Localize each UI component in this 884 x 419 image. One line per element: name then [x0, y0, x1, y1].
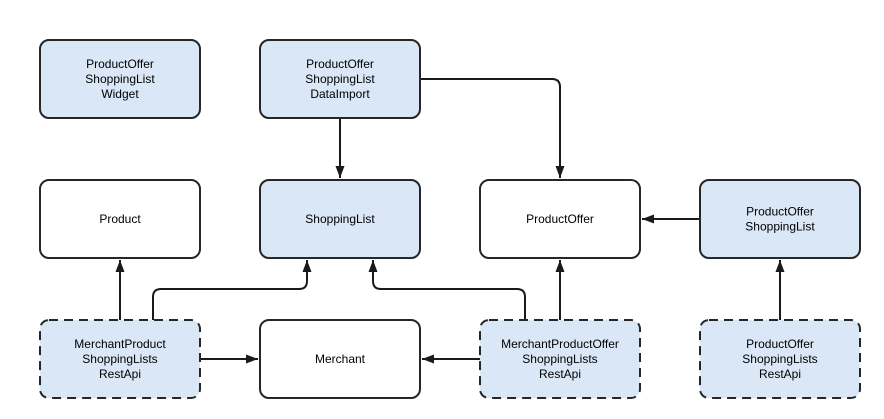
node-label-product-offer-shopping-list-data-import-line-0: ProductOffer [306, 57, 374, 71]
node-box-merchant-product-shopping-lists-rest-api [39, 319, 201, 399]
node-label-merchant-product-offer-shopping-lists-rest-api-line-0: MerchantProductOffer [501, 337, 619, 351]
node-box-product-offer [479, 179, 641, 259]
node-box-product-offer-shopping-list-widget [39, 39, 201, 119]
node-shopping-list: ShoppingList [259, 179, 421, 259]
node-box-product-offer-shopping-lists-rest-api [699, 319, 861, 399]
edge-product-offer-shopping-list-data-import-to-product-offer [420, 78, 565, 178]
node-label-product-offer-shopping-list-line-0: ProductOffer [746, 205, 814, 219]
node-label-product-offer-line-0: ProductOffer [526, 212, 594, 226]
node-box-product-offer-shopping-list-data-import [259, 39, 421, 119]
node-product: Product [39, 179, 201, 259]
node-label-product-offer-shopping-list-data-import-line-1: ShoppingList [305, 72, 375, 86]
node-label-product-offer-shopping-list-widget-line-2: Widget [101, 87, 139, 101]
node-label-product-line-0: Product [99, 212, 141, 226]
node-label-merchant-line-0: Merchant [315, 352, 366, 366]
node-label-product-offer-shopping-list-data-import-line-2: DataImport [310, 87, 370, 101]
node-product-offer: ProductOffer [479, 179, 641, 259]
node-label-product-offer-shopping-list-widget-line-0: ProductOffer [86, 57, 154, 71]
node-label-product-offer-shopping-lists-rest-api-line-2: RestApi [759, 367, 801, 381]
node-label-merchant-product-shopping-lists-rest-api-line-2: RestApi [99, 367, 141, 381]
edge-merchant-product-shopping-lists-rest-api-to-shopping-list [152, 260, 312, 320]
node-box-shopping-list [259, 179, 421, 259]
node-label-product-offer-shopping-list-widget-line-1: ShoppingList [85, 72, 155, 86]
node-label-product-offer-shopping-list-line-1: ShoppingList [745, 220, 815, 234]
node-box-product-offer-shopping-list [699, 179, 861, 259]
node-box-product [39, 179, 201, 259]
node-label-product-offer-shopping-lists-rest-api-line-1: ShoppingLists [742, 352, 817, 366]
node-label-merchant-product-offer-shopping-lists-rest-api-line-1: ShoppingLists [522, 352, 597, 366]
node-box-merchant-product-offer-shopping-lists-rest-api [479, 319, 641, 399]
node-box-merchant [259, 319, 421, 399]
node-label-merchant-product-offer-shopping-lists-rest-api-line-2: RestApi [539, 367, 581, 381]
node-label-product-offer-shopping-lists-rest-api-line-0: ProductOffer [746, 337, 814, 351]
node-label-merchant-product-shopping-lists-rest-api-line-1: ShoppingLists [82, 352, 157, 366]
edge-merchant-product-offer-shopping-lists-rest-api-to-shopping-list [368, 260, 526, 320]
node-merchant: Merchant [259, 319, 421, 399]
node-label-shopping-list-line-0: ShoppingList [305, 212, 375, 226]
node-label-merchant-product-shopping-lists-rest-api-line-0: MerchantProduct [74, 337, 166, 351]
